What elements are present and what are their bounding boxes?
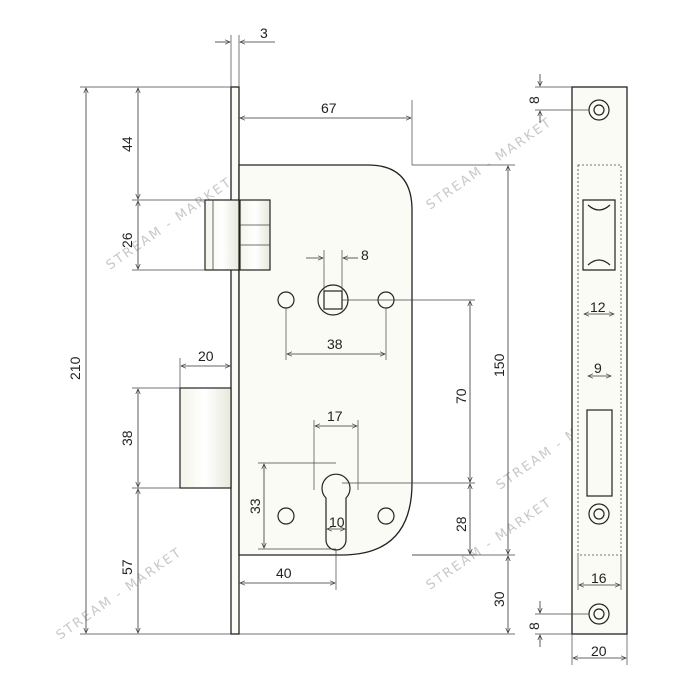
svg-text:8: 8 [526,96,542,104]
dim-total-210: 210 [67,86,231,635]
faceplate-side [230,86,240,635]
dim-plate-screw-bottom-8: 8 [526,601,589,647]
svg-text:17: 17 [327,408,343,424]
svg-text:33: 33 [247,498,263,514]
dim-cylinder-17: 17 [313,408,359,490]
svg-text:8: 8 [361,247,369,263]
svg-text:38: 38 [327,336,343,352]
dim-plate-width-20: 20 [571,634,628,665]
mount-hole-lower-left [277,507,295,525]
svg-text:150: 150 [491,353,507,377]
dim-bolt-38: 38 [119,387,180,489]
faceplate-screw-middle [588,503,610,525]
svg-text:9: 9 [594,360,602,376]
dim-bolt-throw-20: 20 [179,348,230,388]
dim-bottom-30: 30 [239,556,515,635]
svg-text:44: 44 [119,136,135,152]
dim-latch-26: 26 [119,201,205,271]
bolt-opening-front [586,409,613,497]
svg-text:28: 28 [453,516,469,532]
svg-text:30: 30 [491,591,507,607]
svg-text:16: 16 [591,570,607,586]
svg-text:3: 3 [260,25,268,41]
svg-text:26: 26 [119,232,135,248]
svg-text:70: 70 [453,388,469,404]
dim-c2c-70: 70 [342,299,475,484]
svg-text:12: 12 [590,299,606,315]
dim-faceplate-thickness: 3 [215,25,275,87]
svg-text:40: 40 [276,565,292,581]
svg-text:38: 38 [119,430,135,446]
dim-top-44: 44 [119,88,205,201]
dim-spindle-8: 8 [306,247,369,291]
svg-text:20: 20 [198,348,214,364]
svg-text:57: 57 [119,559,135,575]
dim-offset-28: 28 [412,484,475,556]
latch-bolt [204,199,271,271]
mount-hole-lower-right [377,507,395,525]
dim-bottom-57: 57 [119,489,138,633]
watermark-text-5: STREAM - MARKET [424,495,556,594]
dim-cylinder-33: 33 [247,462,336,550]
watermark-text-3: STREAM - MARKET [424,115,556,214]
svg-text:67: 67 [321,100,337,116]
faceplate-front [571,86,628,635]
dim-backset-67: 67 [240,100,413,165]
dim-holes-38: 38 [285,308,387,360]
body-outline-front [577,164,622,556]
svg-text:20: 20 [591,643,607,659]
latch-opening-front [582,199,616,271]
dim-body-150: 150 [412,164,515,556]
dim-body-width-16: 16 [577,555,622,590]
dead-bolt [179,387,232,489]
dim-bolt-width-9: 9 [588,360,611,376]
dim-backset-40: 40 [240,549,337,590]
dim-latch-width-12: 12 [584,299,614,315]
dim-plate-screw-top-8: 8 [526,74,589,123]
svg-text:8: 8 [526,622,542,630]
lock-body [238,164,413,556]
svg-text:210: 210 [67,356,83,380]
svg-text:10: 10 [329,514,345,530]
dim-cylinder-10: 10 [327,514,345,530]
